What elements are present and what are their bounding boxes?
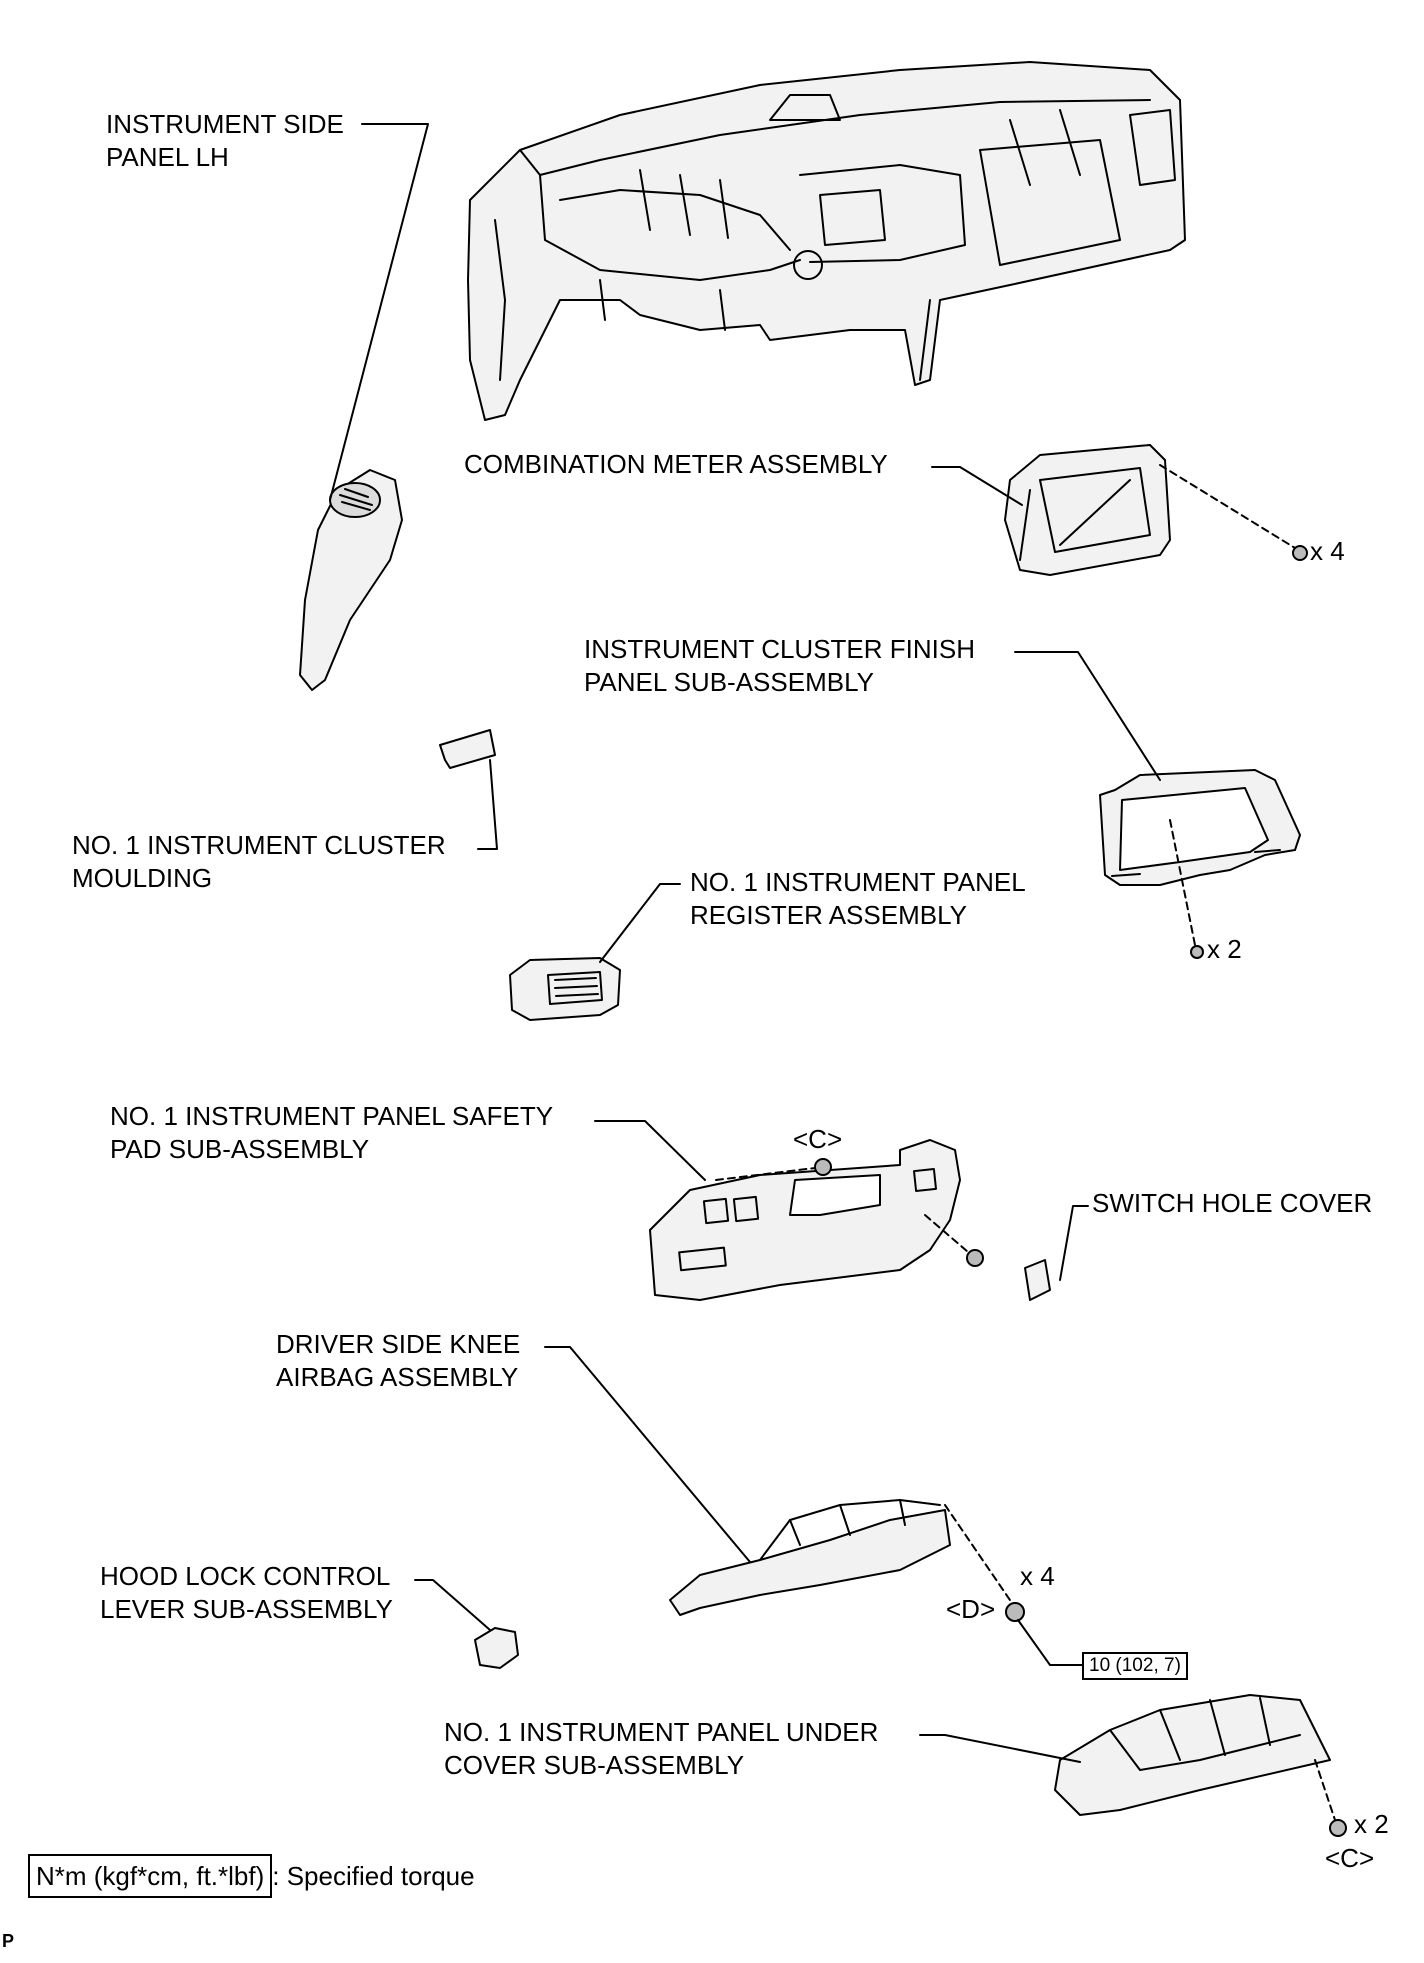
under-cover-illustration bbox=[1054, 1694, 1331, 1816]
under-cover-quantity: x 2 bbox=[1354, 1809, 1389, 1839]
safety-pad-illustration bbox=[649, 1139, 961, 1301]
instrument-panel-frame-illustration bbox=[467, 61, 1186, 421]
label-hood-lock-lever: HOOD LOCK CONTROL LEVER SUB-ASSEMBLY bbox=[100, 1561, 393, 1624]
label-cluster-finish-panel: INSTRUMENT CLUSTER FINISH PANEL SUB-ASSE… bbox=[584, 634, 975, 697]
combination-meter-illustration bbox=[1004, 444, 1171, 576]
switch-hole-cover-illustration bbox=[1024, 1259, 1051, 1301]
knee-airbag-bolt-icon bbox=[1005, 1602, 1025, 1622]
under-cover-fastener-code: <C> bbox=[1325, 1843, 1375, 1873]
leader-lines bbox=[329, 123, 1161, 1763]
finish-panel-quantity: x 2 bbox=[1207, 934, 1242, 964]
safety-pad-screw-icon bbox=[966, 1249, 984, 1267]
label-register-assembly: NO. 1 INSTRUMENT PANEL REGISTER ASSEMBLY bbox=[690, 867, 1026, 930]
installation-dashed-lines bbox=[715, 464, 1336, 1821]
meter-quantity: x 4 bbox=[1310, 536, 1345, 566]
label-combination-meter-assembly: COMBINATION METER ASSEMBLY bbox=[464, 449, 888, 479]
instrument-side-panel-lh-illustration bbox=[299, 469, 403, 691]
label-switch-hole-cover: SWITCH HOLE COVER bbox=[1092, 1188, 1373, 1218]
legend-torque-unit-box: N*m (kgf*cm, ft.*lbf) bbox=[28, 1854, 273, 1898]
label-under-cover: NO. 1 INSTRUMENT PANEL UNDER COVER SUB-A… bbox=[444, 1717, 879, 1780]
register-assembly-illustration bbox=[509, 957, 621, 1021]
label-safety-pad: NO. 1 INSTRUMENT PANEL SAFETY PAD SUB-AS… bbox=[110, 1101, 554, 1164]
torque-legend: N*m (kgf*cm, ft.*lbf): Specified torque bbox=[28, 1854, 475, 1898]
finish-screw-icon bbox=[1190, 945, 1204, 959]
safety-pad-screw-c-icon bbox=[814, 1158, 832, 1176]
knee-airbag-fastener-code: <D> bbox=[946, 1594, 996, 1624]
meter-screw-icon bbox=[1292, 545, 1308, 561]
knee-airbag-quantity: x 4 bbox=[1020, 1561, 1055, 1591]
hood-lock-lever-illustration bbox=[474, 1627, 519, 1669]
cluster-finish-panel-illustration bbox=[1099, 769, 1301, 886]
knee-airbag-illustration bbox=[669, 1499, 951, 1616]
legend-description: : Specified torque bbox=[272, 1861, 475, 1891]
cluster-moulding-illustration bbox=[439, 729, 496, 769]
under-cover-screw-icon bbox=[1329, 1819, 1347, 1837]
torque-value-box: 10 (102, 7) bbox=[1082, 1652, 1188, 1680]
safety-pad-fastener-code: <C> bbox=[793, 1124, 843, 1154]
label-cluster-moulding: NO. 1 INSTRUMENT CLUSTER MOULDING bbox=[72, 830, 446, 893]
corner-mark: P bbox=[2, 1931, 15, 1951]
label-instrument-side-panel-lh: INSTRUMENT SIDE PANEL LH bbox=[106, 109, 344, 172]
fastener-icons bbox=[814, 545, 1347, 1837]
label-knee-airbag: DRIVER SIDE KNEE AIRBAG ASSEMBLY bbox=[276, 1329, 521, 1392]
